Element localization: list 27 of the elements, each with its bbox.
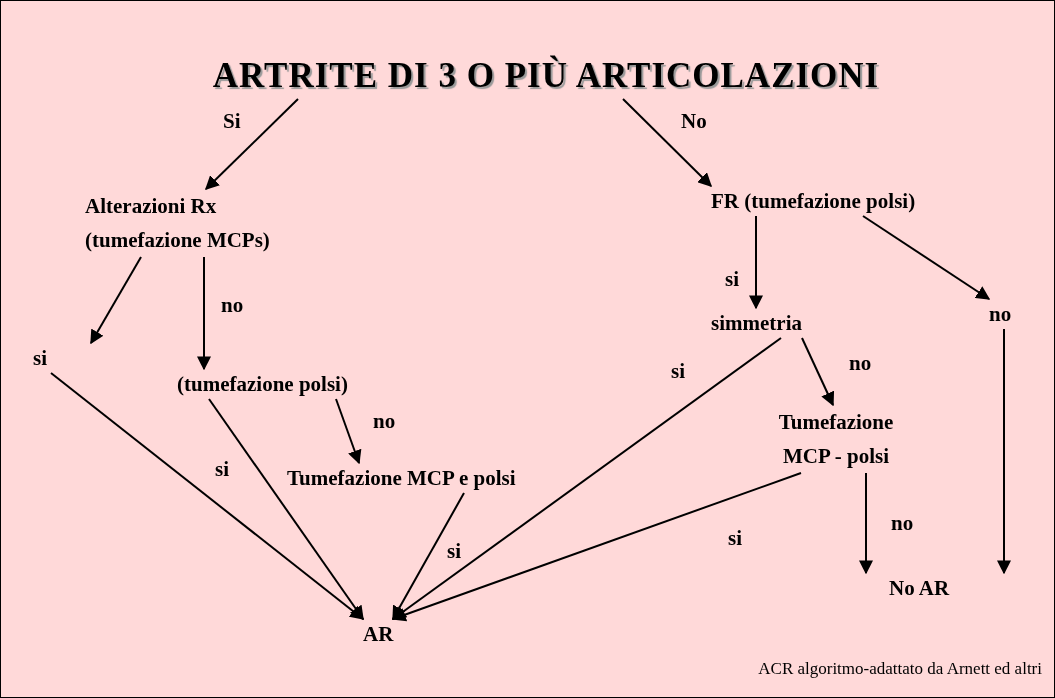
arrow [208, 398, 364, 621]
arrow [197, 256, 211, 371]
node-text: (tumefazione polsi) [177, 371, 348, 398]
node-text: si [33, 345, 48, 372]
node-text: AR [363, 621, 394, 648]
arrow [801, 337, 835, 407]
node-text: Tumefazione MCP e polsi [287, 465, 516, 492]
arrow [749, 215, 763, 310]
node-text: simmetria [711, 310, 802, 337]
arrow [205, 98, 299, 190]
arrow [859, 472, 873, 575]
node-text: no [989, 301, 1012, 328]
node-text: No AR [889, 575, 951, 602]
caption: ACR algoritmo-adattato da Arnett ed altri [758, 659, 1042, 679]
title-text: ARTRITE DI 3 O PIÙ ARTICOLAZIONI [211, 54, 881, 97]
arrow [335, 398, 362, 465]
arrow [50, 372, 365, 620]
arrow [622, 98, 712, 187]
arrow [90, 256, 142, 345]
arrow [997, 328, 1011, 575]
arrow [391, 472, 802, 622]
node-text: FR (tumefazione polsi) [711, 188, 916, 215]
arrow [392, 492, 465, 621]
arrow [391, 337, 782, 620]
arrow [862, 215, 991, 300]
node-text: Tumefazione MCP - polsi [777, 409, 895, 470]
node-text: Alterazioni Rx (tumefazione MCPs) [85, 193, 271, 254]
